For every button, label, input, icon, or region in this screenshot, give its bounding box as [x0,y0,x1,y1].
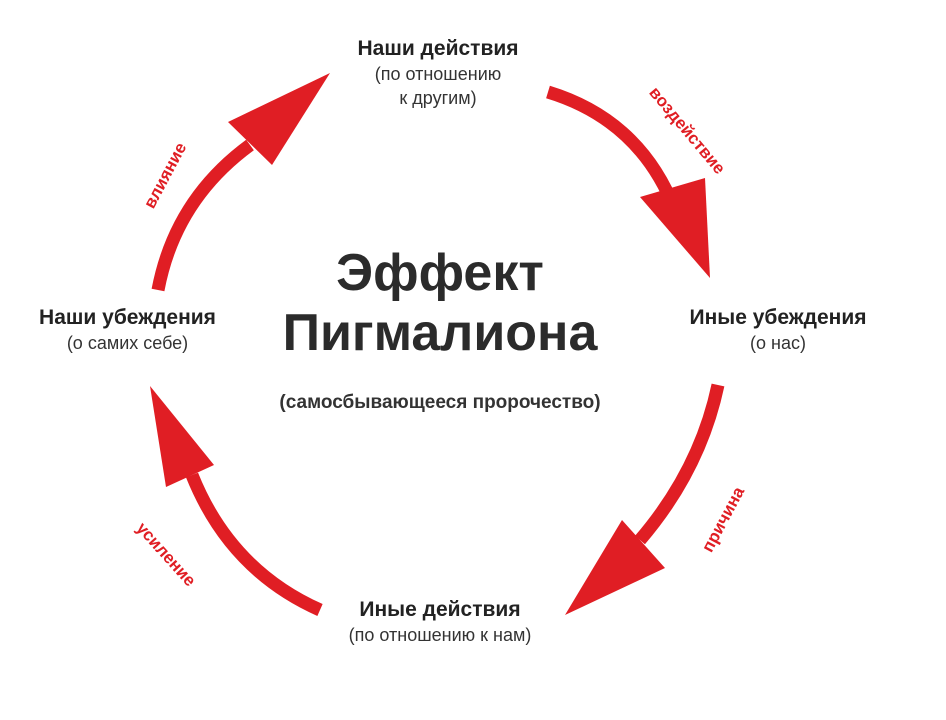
diagram-title-line-2: Пигмалиона [282,304,598,362]
arrow-label-bottom-left: усиление [133,519,200,591]
node-subtitle: (по отношению к нам) [348,625,532,645]
node-title: Иные действия [359,598,521,621]
node-our-actions: Наши действия (по отношению к другим) [323,36,553,110]
diagram-subtitle: (самосбывающееся пророчество) [279,392,601,413]
arrow-top-to-right [546,85,710,278]
node-subtitle: (о самих себе) [66,333,189,353]
node-title: Наши действия [357,37,519,60]
node-title: Наши убеждения [39,306,216,329]
arrow-left-to-top [151,73,330,292]
arrow-right-to-bottom [565,383,725,615]
node-subtitle: (о нас) [750,333,806,353]
arrow-label-right-bottom: причина [698,483,748,555]
arrow-label-left-top: влияние [140,139,190,211]
node-subtitle: к другим) [399,88,477,108]
node-our-beliefs: Наши убеждения (о самих себе) [20,305,235,355]
node-others-actions: Иные действия (по отношению к нам) [320,597,560,647]
arrow-bottom-to-left [150,386,323,616]
diagram-title-line-1: Эффект [336,244,544,302]
node-subtitle: (по отношению [374,64,502,84]
diagram-title: Эффект Пигмалиона [200,243,680,363]
node-others-beliefs: Иные убеждения (о нас) [668,305,888,355]
node-title: Иные убеждения [689,306,867,329]
